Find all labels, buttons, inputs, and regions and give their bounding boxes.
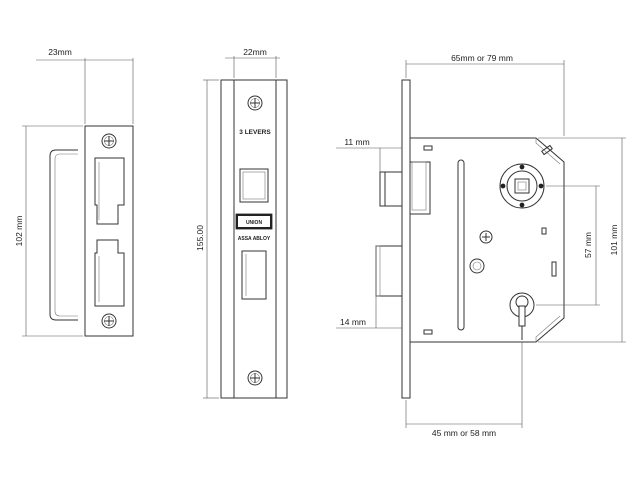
strike-width-label: 23mm bbox=[48, 47, 72, 57]
case-faceplate bbox=[401, 79, 411, 399]
levers-text: 3 LEVERS bbox=[239, 129, 271, 136]
brand-text: ASSA ABLOY bbox=[238, 236, 271, 242]
latch-opening bbox=[94, 157, 125, 225]
forend-screw-top bbox=[247, 95, 263, 111]
backset-label: 45 mm or 58 mm bbox=[432, 428, 496, 438]
forend-screw-bottom bbox=[247, 370, 263, 386]
lock-case: 65mm or 79 mm 11 mm 14 mm 57 mm 101 mm 4… bbox=[336, 53, 626, 438]
strike-box-inner bbox=[54, 153, 78, 317]
centres-label: 57 mm bbox=[583, 232, 593, 258]
strike-plate: 23mm 102 mm bbox=[14, 47, 134, 337]
lever-stump bbox=[469, 258, 485, 274]
logo-text: UNION bbox=[246, 220, 263, 226]
forend: 3 LEVERS UNION ASSA ABLOY 22mm 155.00 bbox=[195, 47, 288, 399]
bolt-projection-label: 14 mm bbox=[340, 317, 366, 327]
screw-hole-bottom bbox=[101, 313, 117, 329]
latch-bolt bbox=[379, 171, 403, 207]
forend-width-label: 22mm bbox=[243, 47, 267, 57]
spindle-hole bbox=[514, 178, 530, 194]
case-body bbox=[409, 137, 565, 343]
lever-channel bbox=[457, 159, 465, 331]
strike-plate-body bbox=[84, 125, 134, 337]
follower-hub bbox=[499, 163, 545, 209]
case-height-label: 101 mm bbox=[609, 225, 619, 256]
forend-height-label: 155.00 bbox=[195, 225, 205, 251]
case-screw bbox=[479, 230, 493, 244]
dead-bolt bbox=[375, 245, 403, 297]
strike-box-outline bbox=[49, 149, 78, 321]
latch-projection-label: 11 mm bbox=[344, 137, 369, 147]
forend-plate bbox=[233, 79, 277, 399]
latch-tail bbox=[409, 161, 431, 215]
screw-hole-top bbox=[101, 133, 117, 149]
forend-bolt-window bbox=[241, 250, 267, 300]
case-width-label: 65mm or 79 mm bbox=[451, 53, 513, 63]
bolt-opening bbox=[94, 239, 125, 307]
forend-latch-window bbox=[239, 168, 269, 203]
strike-height-label: 102 mm bbox=[14, 216, 24, 247]
